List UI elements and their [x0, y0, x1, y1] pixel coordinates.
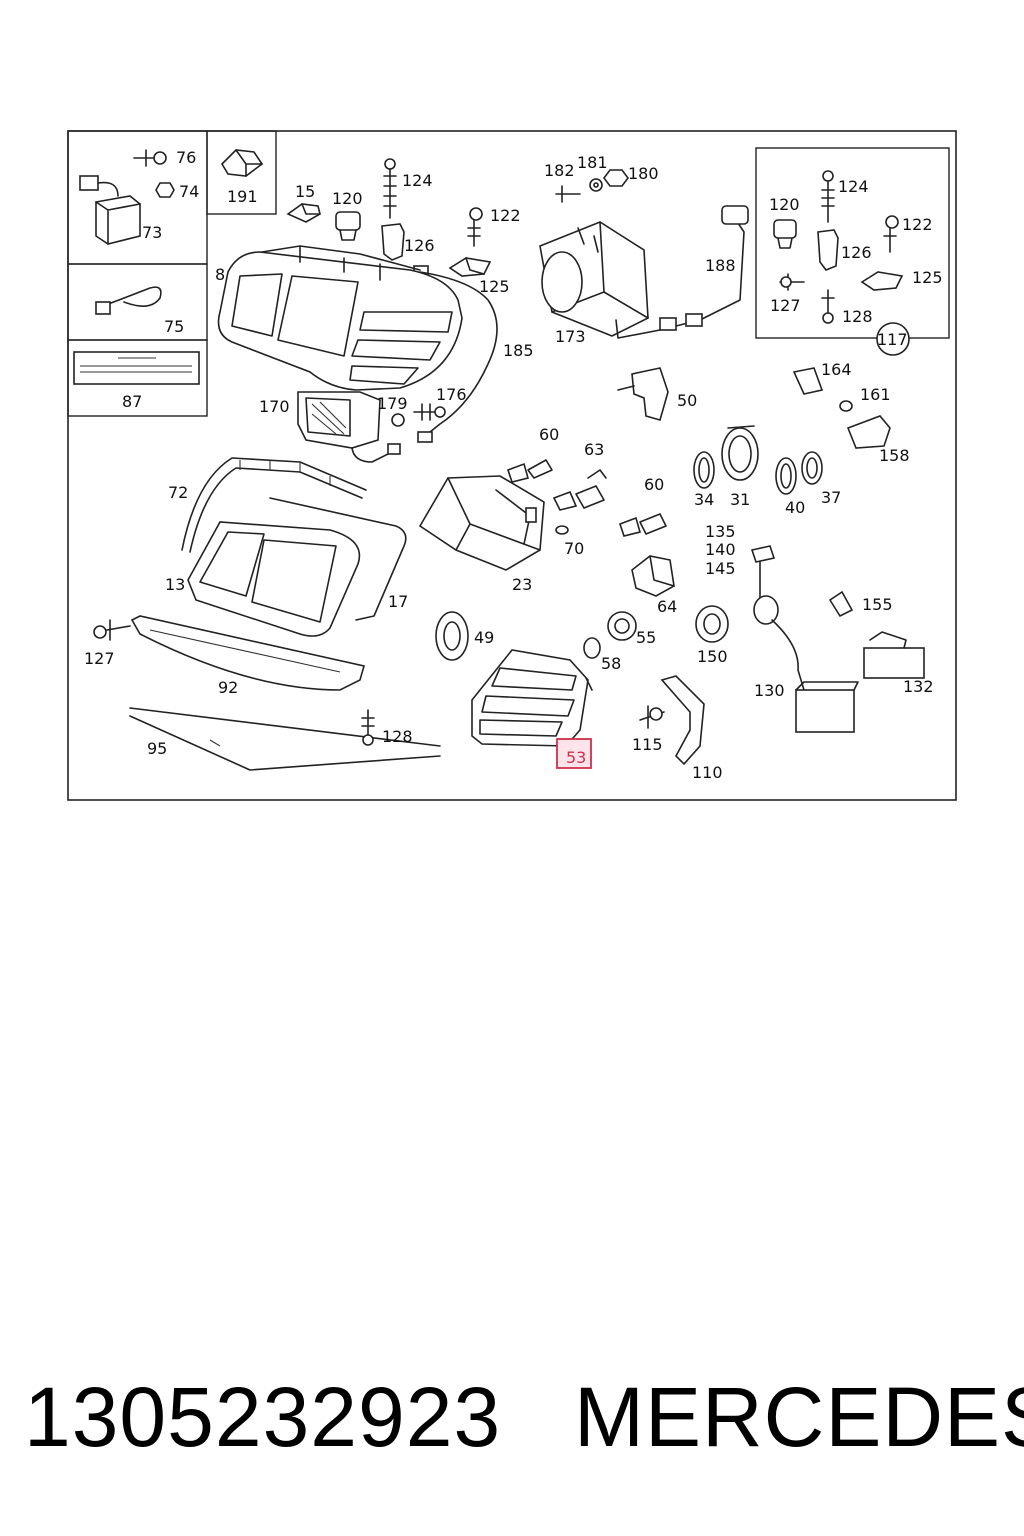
callout-70: 70: [564, 539, 584, 558]
part-23-reflector: [418, 475, 545, 571]
callout-188: 188: [705, 256, 736, 275]
part-132-lamp: [828, 590, 925, 679]
part-158-side-marker: [792, 367, 891, 449]
part-75-cable-tie: [95, 286, 162, 315]
callout-13: 13: [165, 575, 185, 594]
callout-34: 34: [694, 490, 714, 509]
callout-53: 53: [566, 748, 586, 767]
callout-64: 64: [657, 597, 677, 616]
callout-161: 161: [860, 385, 891, 404]
callout-50: 50: [677, 391, 697, 410]
callout-8: 8: [215, 265, 225, 284]
part-110-bracket: [639, 675, 705, 766]
callout-158: 158: [879, 446, 910, 465]
part-73-control-module: [79, 149, 175, 245]
callout-120: 120: [332, 189, 363, 208]
callout-126: 126: [404, 236, 435, 255]
callout-74: 74: [179, 182, 199, 201]
callout-132: 132: [903, 677, 934, 696]
callout-49: 49: [474, 628, 494, 647]
callout-185: 185: [503, 341, 534, 360]
part-191-clip: [220, 149, 264, 177]
part-185-wire: [417, 271, 498, 443]
inset-box-117: [755, 147, 950, 356]
callout-176: 176: [436, 385, 467, 404]
callout-127-inset: 127: [770, 296, 801, 315]
callout-15: 15: [295, 182, 315, 201]
part-8-headlamp-housing: [217, 245, 463, 391]
callout-60-lower: 60: [644, 475, 664, 494]
callout-60-top: 60: [539, 425, 559, 444]
callout-125-inset: 125: [912, 268, 943, 287]
callout-87: 87: [122, 392, 142, 411]
inset-boxes-left: [67, 130, 277, 417]
callout-170: 170: [259, 397, 290, 416]
callout-155: 155: [862, 595, 893, 614]
callout-110: 110: [692, 763, 723, 782]
part-17-seal: [269, 497, 407, 621]
callout-182: 182: [544, 161, 575, 180]
part-72-trim: [181, 457, 367, 553]
callout-40: 40: [785, 498, 805, 517]
callout-120-inset: 120: [769, 195, 800, 214]
callout-73: 73: [142, 223, 162, 242]
callout-145: 145: [705, 559, 736, 578]
part-173-projector-module: [539, 169, 749, 339]
callout-125: 125: [479, 277, 510, 296]
callout-75: 75: [164, 317, 184, 336]
callout-115: 115: [632, 735, 663, 754]
callout-124: 124: [402, 171, 433, 190]
callout-17: 17: [388, 592, 408, 611]
callout-127: 127: [84, 649, 115, 668]
callout-55: 55: [636, 628, 656, 647]
rings-group: [693, 425, 823, 495]
callout-128-inset: 128: [842, 307, 873, 326]
part-130-marker-lamp: [750, 545, 859, 733]
highlight-box-53: [556, 738, 592, 769]
callout-180: 180: [628, 164, 659, 183]
callout-95: 95: [147, 739, 167, 758]
callout-181: 181: [577, 153, 608, 172]
callout-173: 173: [555, 327, 586, 346]
callout-130: 130: [754, 681, 785, 700]
callout-92: 92: [218, 678, 238, 697]
lower-trims-group: [93, 615, 441, 771]
callout-191: 191: [227, 187, 258, 206]
part-number: 1305232923: [24, 1370, 502, 1464]
callout-31: 31: [730, 490, 750, 509]
part-13-lamp-bezel: [187, 521, 361, 637]
callout-140: 140: [705, 540, 736, 559]
callout-124-inset: 124: [838, 177, 869, 196]
diagram-frame: [67, 130, 957, 801]
callout-72: 72: [168, 483, 188, 502]
callout-117: 117: [877, 330, 908, 349]
footer: 1305232923 MERCEDES: [0, 1362, 1024, 1472]
part-170-fog-lamp: [297, 391, 446, 463]
part-87-label: [73, 351, 200, 385]
callout-23: 23: [512, 575, 532, 594]
callout-128: 128: [382, 727, 413, 746]
bulbs-group: [506, 367, 675, 659]
callout-179: 179: [377, 394, 408, 413]
callout-37: 37: [821, 488, 841, 507]
callout-150: 150: [697, 647, 728, 666]
callout-126-inset: 126: [841, 243, 872, 262]
hardware-top-row: [286, 158, 492, 277]
sockets-group: [435, 605, 729, 661]
callout-58: 58: [601, 654, 621, 673]
callout-122: 122: [490, 206, 521, 225]
callout-122-inset: 122: [902, 215, 933, 234]
part-53-turn-signal-lamp: [471, 649, 593, 747]
brand-name: MERCEDES: [574, 1370, 1024, 1464]
callout-76: 76: [176, 148, 196, 167]
callout-63: 63: [584, 440, 604, 459]
callout-labels: 76 74 73 191 75 87 15 120 124 126 122 12…: [84, 148, 943, 782]
callout-135: 135: [705, 522, 736, 541]
callout-164: 164: [821, 360, 852, 379]
